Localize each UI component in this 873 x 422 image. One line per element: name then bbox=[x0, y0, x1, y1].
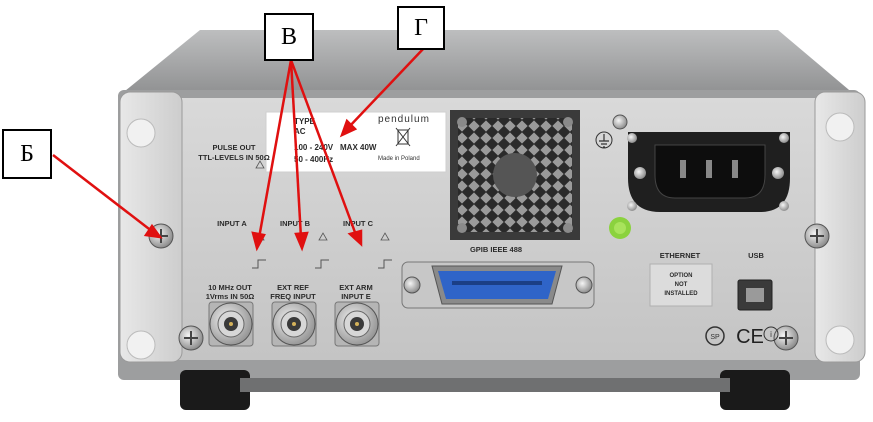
trigger-symbol-icon bbox=[315, 259, 329, 269]
callout-b: Б bbox=[2, 129, 52, 179]
bnc-connector-ext-ref[interactable] bbox=[271, 301, 317, 347]
label-freq: 50 - 400Hz bbox=[294, 155, 333, 164]
screw-icon bbox=[779, 133, 789, 143]
gpib-label: GPIB IEEE 488 bbox=[470, 245, 522, 254]
out-10mhz-sub-label: 1Vrms IN 50Ω bbox=[206, 292, 255, 301]
screw-icon bbox=[627, 201, 637, 211]
info-icon: i bbox=[763, 326, 779, 342]
warning-triangle-icon bbox=[255, 160, 265, 169]
usb-port[interactable] bbox=[737, 279, 773, 311]
screw-icon bbox=[403, 276, 421, 294]
screw-icon bbox=[804, 223, 830, 249]
ce-mark: CE bbox=[736, 326, 764, 348]
ground-icon bbox=[595, 131, 613, 149]
csa-mark-icon: SP bbox=[705, 326, 725, 346]
gpib-connector[interactable] bbox=[401, 261, 595, 309]
callout-g: Г bbox=[397, 6, 445, 50]
trigger-symbol-icon bbox=[378, 259, 392, 269]
screw-icon bbox=[634, 167, 646, 179]
screw-icon bbox=[457, 223, 467, 233]
screw-icon bbox=[779, 201, 789, 211]
bnc-connector-ext-arm[interactable] bbox=[334, 301, 380, 347]
out-10mhz-label: 10 MHz OUT bbox=[208, 283, 252, 292]
pulse-out-label: PULSE OUT bbox=[213, 143, 256, 152]
ext-ref-sub-label: FREQ INPUT bbox=[270, 292, 316, 301]
screw-icon bbox=[575, 276, 593, 294]
pulse-out-sub-label: TTL-LEVELS IN 50Ω bbox=[198, 153, 269, 162]
screw-icon bbox=[178, 325, 204, 351]
screw-icon bbox=[773, 325, 799, 351]
arrow-v-2 bbox=[289, 59, 303, 239]
warning-sticker bbox=[609, 217, 631, 239]
bnc-connector-10mhz-out[interactable] bbox=[208, 301, 254, 347]
weee-bin-icon bbox=[395, 127, 411, 147]
input-b-label: INPUT B bbox=[280, 219, 311, 228]
screw-icon bbox=[627, 133, 637, 143]
arrow-b bbox=[52, 154, 154, 233]
svg-text:i: i bbox=[770, 330, 772, 339]
input-c-label: INPUT C bbox=[343, 219, 374, 228]
ext-ref-label: EXT REF bbox=[277, 283, 309, 292]
foot-left bbox=[180, 370, 250, 410]
label-max-power: MAX 40W bbox=[340, 143, 377, 152]
label-type: TYPE bbox=[294, 117, 316, 126]
arrow-v-3 bbox=[289, 59, 358, 236]
ext-arm-label: EXT ARM bbox=[339, 283, 372, 292]
callout-v: В bbox=[264, 13, 314, 61]
label-ac: AC bbox=[294, 127, 306, 136]
screw-icon bbox=[457, 117, 467, 127]
callout-g-text: Г bbox=[414, 14, 428, 41]
callout-v-text: В bbox=[280, 23, 297, 50]
screw-icon bbox=[563, 223, 573, 233]
warning-triangle-icon bbox=[318, 232, 328, 241]
arrow-v-1 bbox=[257, 59, 293, 239]
input-a-label: INPUT A bbox=[217, 219, 247, 228]
arrow-g bbox=[347, 47, 425, 129]
warning-triangle-icon bbox=[380, 232, 390, 241]
option-installed-label: INSTALLED bbox=[664, 291, 698, 297]
housing-top bbox=[120, 30, 855, 95]
option-not-label: NOT bbox=[675, 282, 688, 288]
callout-b-text: Б bbox=[20, 140, 34, 167]
svg-text:SP: SP bbox=[710, 334, 720, 341]
screw-icon bbox=[612, 114, 628, 130]
option-label: OPTION bbox=[669, 273, 692, 279]
foot-right bbox=[720, 370, 790, 410]
screw-icon bbox=[772, 167, 784, 179]
usb-label: USB bbox=[748, 251, 764, 260]
screw-icon bbox=[563, 117, 573, 127]
brand-logo: pendulum bbox=[378, 114, 430, 125]
ethernet-label: ETHERNET bbox=[660, 251, 701, 260]
label-made-in: Made in Poland bbox=[378, 156, 420, 162]
label-voltage: 100 - 240V bbox=[294, 143, 334, 152]
trigger-symbol-icon bbox=[252, 259, 266, 269]
ext-arm-sub-label: INPUT E bbox=[341, 292, 371, 301]
ethernet-cover bbox=[649, 263, 713, 307]
